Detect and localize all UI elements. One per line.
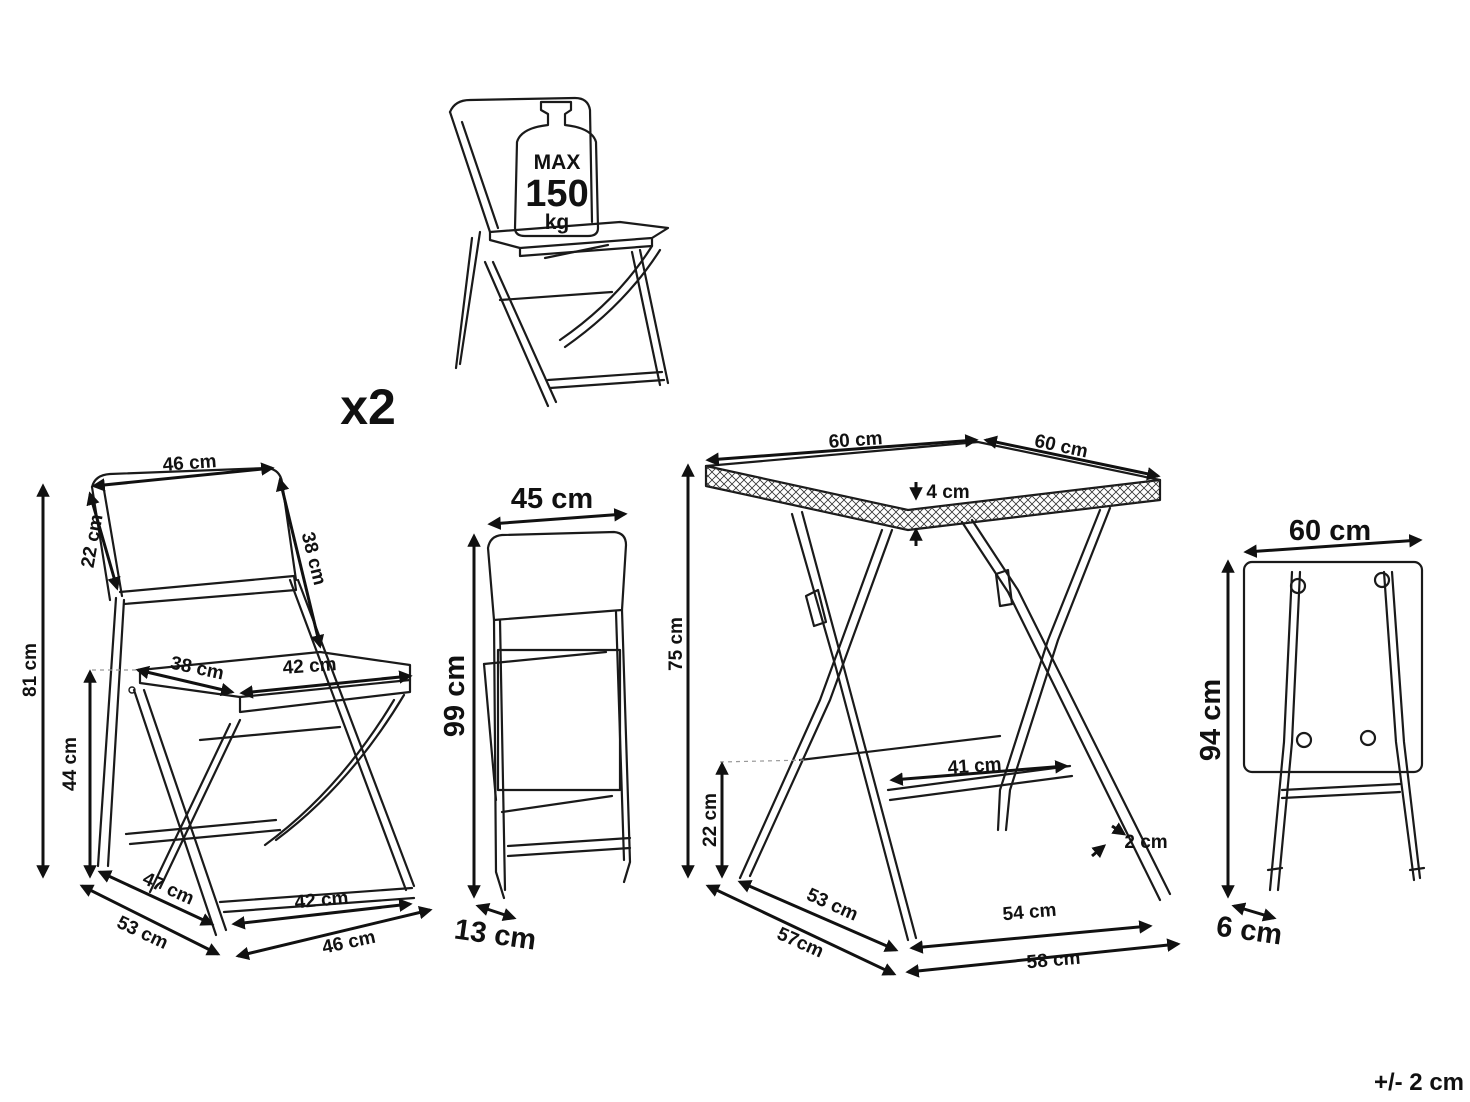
- top-chair-illustration: [448, 96, 670, 408]
- chair-seat-width-label: 42 cm: [282, 654, 337, 679]
- table-crossbar-height-label: 22 cm: [700, 793, 721, 847]
- folded-chair-height-label: 99 cm: [439, 655, 471, 737]
- chair-total-height-label: 81 cm: [20, 643, 41, 697]
- table-illustration: [704, 440, 1172, 942]
- table-top-width-label: 60 cm: [828, 428, 883, 453]
- weight-max-label: MAX: [534, 151, 581, 174]
- folded-chair-width-label: 45 cm: [511, 483, 593, 515]
- weight-value: 150: [525, 173, 588, 215]
- table-leg-diameter-label: 2 cm: [1124, 832, 1167, 853]
- table-crossbar-width-label: 41 cm: [947, 754, 1002, 779]
- table-base-width-outer-label: 58 cm: [1026, 948, 1082, 974]
- table-top-thickness-label: 4 cm: [926, 482, 969, 503]
- folded-table-illustration: [1242, 560, 1426, 892]
- quantity-label: x2: [340, 379, 396, 435]
- weight-badge: MAX 150 kg: [513, 100, 600, 238]
- tolerance-label: +/- 2 cm: [1374, 1069, 1464, 1096]
- chair-back-width-label: 46 cm: [162, 451, 217, 476]
- chair-front-illustration: [90, 466, 416, 937]
- chair-base-depth-outer-label: 53 cm: [113, 912, 171, 954]
- table-height-label: 75 cm: [666, 617, 687, 671]
- folded-table-height-label: 94 cm: [1195, 679, 1227, 761]
- folded-chair-thickness-label: 13 cm: [452, 914, 538, 957]
- table-base-depth-inner-label: 53 cm: [803, 884, 861, 925]
- table-top-depth-label: 60 cm: [1033, 431, 1090, 463]
- chair-back-side-label: 38 cm: [297, 530, 330, 587]
- chair-base-width-outer-label: 46 cm: [320, 927, 377, 959]
- folded-chair-illustration: [482, 530, 632, 900]
- chair-seat-height-label: 44 cm: [60, 737, 81, 791]
- folded-table-width-label: 60 cm: [1289, 515, 1371, 547]
- chair-base-width-inner-label: 42 cm: [294, 888, 350, 914]
- weight-unit: kg: [545, 211, 570, 234]
- table-base-width-inner-label: 54 cm: [1002, 900, 1058, 926]
